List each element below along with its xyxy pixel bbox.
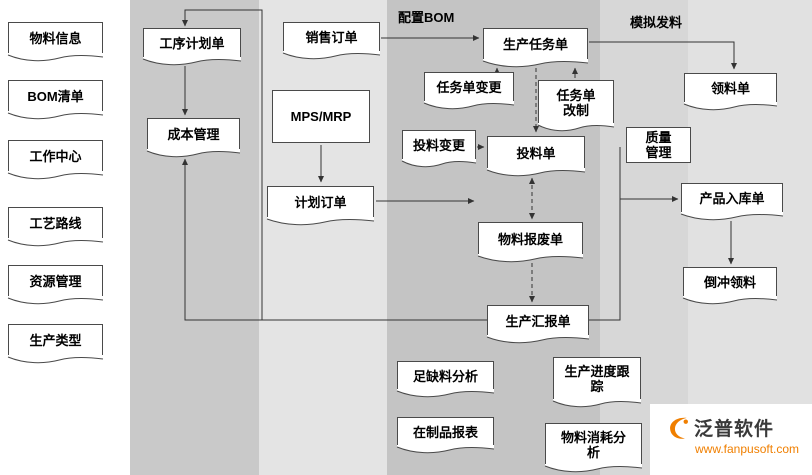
document-wave-edge bbox=[8, 111, 103, 120]
node-task-rework: 任务单改制 bbox=[538, 80, 614, 124]
node-sales-order: 销售订单 bbox=[283, 22, 380, 52]
sidebar-item-material-info: 物料信息 bbox=[8, 22, 103, 54]
node-label: 生产类型 bbox=[29, 333, 82, 348]
node-shortage-analysis: 足缺料分析 bbox=[397, 361, 494, 390]
node-consumption-analysis: 物料消耗分析 bbox=[545, 423, 642, 465]
node-label: 物料信息 bbox=[29, 31, 82, 46]
sidebar-item-resource-mgmt: 资源管理 bbox=[8, 265, 103, 297]
node-label: 工序计划单 bbox=[159, 36, 225, 51]
node-process-plan: 工序计划单 bbox=[143, 28, 241, 58]
edge-report-to-inbound bbox=[589, 195, 679, 321]
node-label: 物料消耗分析 bbox=[560, 429, 626, 460]
node-label: 投料单 bbox=[516, 145, 556, 161]
document-wave-edge bbox=[8, 238, 103, 247]
node-label: BOM清单 bbox=[27, 89, 84, 104]
document-wave-edge bbox=[545, 464, 642, 473]
document-wave-edge bbox=[424, 101, 514, 110]
node-quality-management: 质量管理 bbox=[626, 127, 691, 163]
node-production-task: 生产任务单 bbox=[483, 28, 588, 60]
document-wave-edge bbox=[538, 123, 614, 132]
document-wave-edge bbox=[267, 217, 374, 226]
document-wave-edge bbox=[487, 335, 589, 344]
node-label: 足缺料分析 bbox=[412, 368, 478, 384]
node-label: 投料变更 bbox=[412, 138, 465, 153]
node-label: 工作中心 bbox=[29, 149, 82, 164]
document-wave-edge bbox=[8, 171, 103, 180]
document-wave-edge bbox=[478, 254, 583, 263]
document-wave-edge bbox=[8, 296, 103, 305]
node-production-report: 生产汇报单 bbox=[487, 305, 589, 336]
edge-task-to-requisition bbox=[589, 41, 738, 70]
node-label: 质量管理 bbox=[645, 130, 672, 160]
document-wave-edge bbox=[143, 57, 241, 66]
company-name: 泛普软件 bbox=[694, 419, 775, 440]
node-label: 生产任务单 bbox=[502, 37, 568, 52]
document-wave-edge bbox=[8, 53, 103, 62]
edge-report-to-processplan bbox=[181, 9, 263, 320]
node-label: 产品入库单 bbox=[699, 191, 765, 206]
node-material-scrap: 物料报废单 bbox=[478, 222, 583, 255]
node-label: 物料报废单 bbox=[497, 231, 563, 247]
document-wave-edge bbox=[553, 399, 641, 408]
document-wave-edge bbox=[397, 389, 494, 398]
node-feed-change: 投料变更 bbox=[402, 130, 476, 160]
node-label: 工艺路线 bbox=[29, 216, 82, 231]
document-wave-edge bbox=[147, 149, 240, 158]
node-label: 任务单变更 bbox=[436, 80, 502, 95]
node-material-requisition: 领料单 bbox=[684, 73, 777, 103]
node-label: 任务单改制 bbox=[556, 87, 596, 118]
node-label: 倒冲领料 bbox=[703, 275, 756, 290]
node-progress-tracking: 生产进度跟踪 bbox=[553, 357, 641, 400]
document-wave-edge bbox=[283, 51, 380, 60]
document-wave-edge bbox=[487, 168, 585, 177]
node-label: 领料单 bbox=[710, 81, 750, 96]
node-plan-order: 计划订单 bbox=[267, 186, 374, 218]
node-label: 生产汇报单 bbox=[505, 313, 571, 329]
sidebar-item-work-center: 工作中心 bbox=[8, 140, 103, 172]
document-wave-edge bbox=[483, 59, 588, 68]
fanpu-logo: 泛普软件 www.fanpusoft.com bbox=[668, 414, 799, 456]
edge-label-simulated-issue: 模拟发料 bbox=[630, 15, 683, 30]
edge-report-to-cost bbox=[181, 158, 487, 321]
node-label: 资源管理 bbox=[29, 274, 82, 289]
edge-label-configure-bom: 配置BOM bbox=[398, 10, 455, 25]
sidebar-item-process-route: 工艺路线 bbox=[8, 207, 103, 239]
node-label: 在制品报表 bbox=[412, 424, 478, 440]
lane-1 bbox=[130, 0, 259, 475]
node-backflush-requisition: 倒冲领料 bbox=[683, 267, 777, 297]
document-wave-edge bbox=[681, 212, 783, 221]
node-wip-report: 在制品报表 bbox=[397, 417, 494, 446]
document-wave-edge bbox=[684, 102, 777, 111]
logo-background bbox=[650, 404, 812, 475]
document-wave-edge bbox=[397, 445, 494, 454]
document-wave-edge bbox=[683, 296, 777, 305]
node-mps-mrp: MPS/MRP bbox=[272, 90, 370, 143]
sidebar-item-bom-list: BOM清单 bbox=[8, 80, 103, 112]
node-label: 计划订单 bbox=[294, 195, 347, 210]
sidebar-item-production-type: 生产类型 bbox=[8, 324, 103, 356]
node-product-inbound: 产品入库单 bbox=[681, 183, 783, 213]
node-label: 成本管理 bbox=[167, 127, 220, 142]
document-wave-edge bbox=[402, 159, 476, 168]
node-feed-order: 投料单 bbox=[487, 136, 585, 169]
fanpu-logo-icon bbox=[670, 417, 688, 439]
website-link[interactable]: www.fanpusoft.com bbox=[695, 442, 800, 456]
lane-2 bbox=[259, 0, 387, 475]
node-label: 销售订单 bbox=[305, 30, 358, 45]
node-label: MPS/MRP bbox=[290, 109, 352, 124]
node-label: 生产进度跟踪 bbox=[564, 364, 630, 394]
node-cost-management: 成本管理 bbox=[147, 118, 240, 150]
node-task-change: 任务单变更 bbox=[424, 72, 514, 102]
document-wave-edge bbox=[8, 355, 103, 364]
